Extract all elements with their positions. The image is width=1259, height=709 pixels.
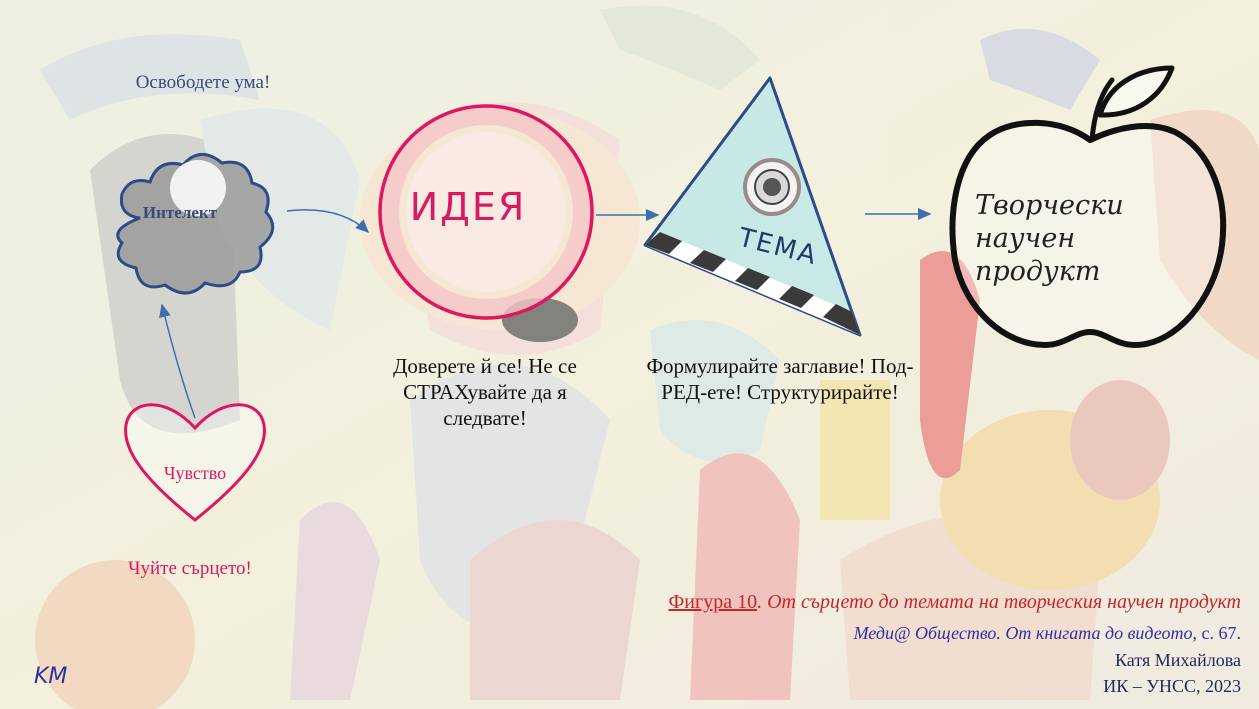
apple-stem — [1089, 77, 1115, 143]
figure-label: Фигура 10 — [668, 591, 758, 613]
idea-label: ИДЕЯ — [409, 185, 527, 229]
author-name: Катя Михайлова — [1115, 650, 1241, 670]
checker-band — [645, 232, 860, 335]
intellect-label: Интелект — [142, 203, 218, 222]
product-label: Творчески научен продукт — [975, 190, 1124, 287]
figure-title: . От сърцето до темата на творческия нау… — [757, 591, 1241, 613]
theme-triangle — [643, 76, 862, 337]
arrow-heart-to-cloud — [159, 303, 196, 419]
idea-caption: Доверете й се! Не се СТРАХувайте да я сл… — [393, 354, 577, 431]
feeling-heart — [124, 403, 266, 522]
source-book: Меди@ Общество. От книгата до видеото — [853, 623, 1193, 643]
figure-source: Меди@ Общество. От книгата до видеото, с… — [854, 623, 1241, 644]
intellect-glow — [170, 160, 226, 216]
apple-product — [949, 65, 1227, 348]
feeling-label: Чувство — [163, 463, 227, 483]
publisher: ИК – УНСС, 2023 — [1103, 676, 1241, 696]
theme-caption: Формулирайте заглавие! Под-РЕД-ете! Стру… — [646, 354, 914, 405]
intellect-cloud — [116, 153, 275, 295]
arrow-cloud-to-idea — [286, 209, 370, 234]
figure-caption: Фигура 10. От сърцето до темата на творч… — [669, 591, 1242, 614]
source-page: , с. 67. — [1192, 623, 1242, 643]
apple-leaf-icon — [1097, 65, 1175, 118]
author-initials: KM — [34, 664, 68, 689]
free-mind-text: Освободете ума! — [135, 72, 271, 93]
feel-heart-text: Чуйте сърцето! — [128, 558, 252, 579]
idea-ring — [378, 104, 594, 320]
